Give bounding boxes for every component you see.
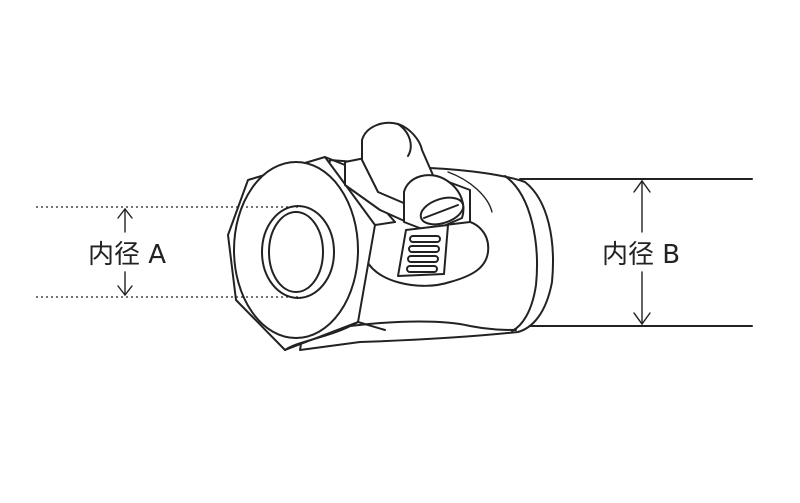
hex-facet-corner [374, 221, 396, 226]
dimension-b: 内径 B [602, 179, 680, 326]
band-slot-3 [407, 255, 439, 263]
hex-facet-top [324, 156, 346, 166]
label-inner-diameter-b: 内径 B [602, 240, 680, 270]
body-end-ring [504, 175, 538, 332]
hose [519, 178, 753, 327]
nut-bore-inner [268, 211, 324, 293]
band-slot-2 [408, 245, 440, 253]
hex-facet-bottom [284, 321, 359, 351]
dimension-a: 内径 A [36, 206, 300, 298]
nut-bore-outer [261, 205, 335, 299]
band-slot-4 [406, 265, 438, 273]
dim-a-arrowhead-bottom [117, 285, 133, 297]
band-window [397, 224, 449, 277]
clamp-housing-rim [397, 123, 412, 157]
label-inner-diameter-a: 内径 A [88, 240, 166, 270]
body-swirl [364, 219, 490, 287]
band-slot-1 [409, 235, 441, 243]
body-lower-contour [349, 320, 517, 331]
dim-a-arrowhead-top [117, 207, 133, 219]
dim-b-arrowhead-bottom [633, 312, 651, 326]
dim-b-arrowhead-top [633, 179, 651, 193]
body-ridge-upper [447, 171, 493, 213]
hose-clamp [344, 121, 471, 277]
screw-slot [423, 204, 459, 219]
hex-facet-lower [357, 321, 386, 331]
